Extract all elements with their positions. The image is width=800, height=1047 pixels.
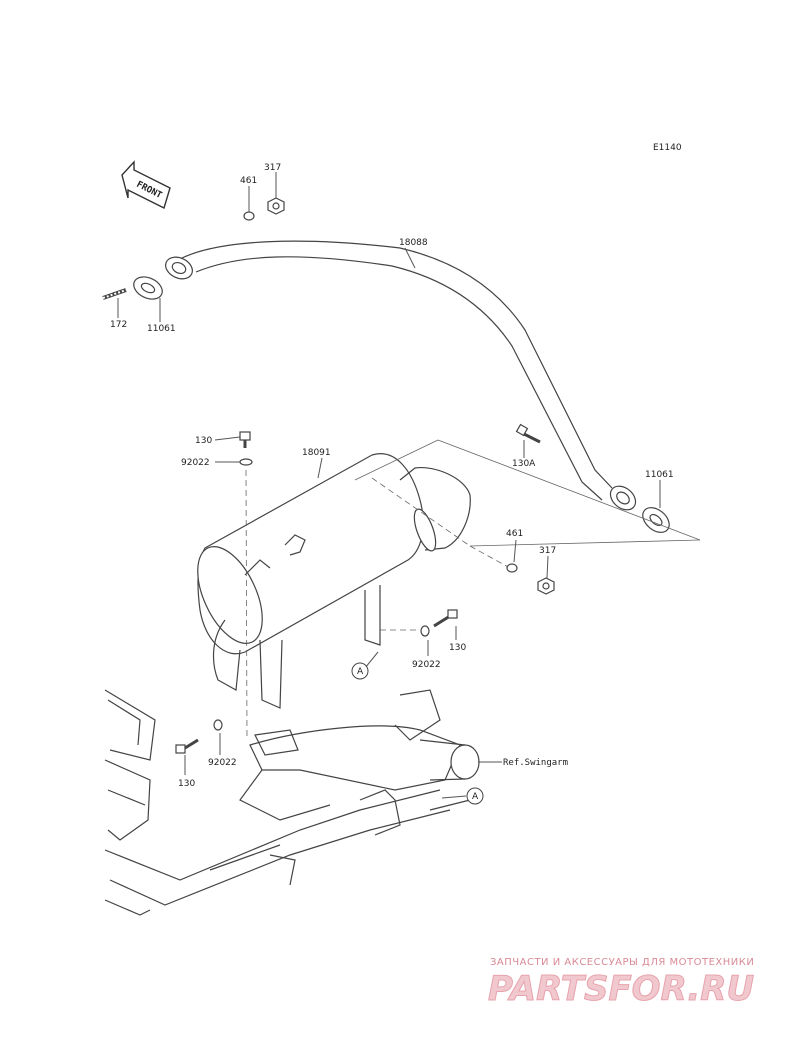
part-label-130-top: 130 [195,436,212,446]
washer-92022-lower [213,719,223,731]
washer-461-right [506,563,518,573]
svg-text:A: A [357,667,364,677]
part-label-11061-rear: 11061 [645,470,674,480]
bolt-130-right [433,609,458,628]
part-label-18088: 18088 [399,238,428,248]
part-label-461-top: 461 [240,176,257,186]
washer-92022-top [239,458,253,466]
part-label-172: 172 [110,320,127,330]
svg-text:A: A [472,792,479,802]
washer-461-top [243,211,255,221]
part-label-317-right: 317 [539,546,556,556]
part-label-317-top: 317 [264,163,281,173]
part-label-461-right: 461 [506,529,523,539]
bolt-130-top [239,431,251,448]
part-label-11061-front: 11061 [147,324,176,334]
part-label-92022-top: 92022 [181,458,210,468]
front-arrow-icon: FRONT [121,160,171,209]
part-label-130A: 130A [512,459,536,469]
stud-172 [102,288,127,300]
part-label-130-right: 130 [449,643,466,653]
reference-swingarm: Ref.Swingarm [503,758,568,768]
washer-92022-right [420,625,430,637]
callout-a-lower: A [466,787,484,805]
gasket-11061-front [133,276,163,300]
bolt-130-lower [175,738,199,754]
nut-317-top [267,197,285,215]
watermark-tagline: ЗАПЧАСТИ И АКСЕССУАРЫ ДЛЯ МОТОТЕХНИКИ [490,957,754,968]
gasket-11061-rear [642,507,670,533]
callout-a-upper: A [351,662,369,680]
part-label-130-lower: 130 [178,779,195,789]
part-label-92022-right: 92022 [412,660,441,670]
exhaust-pipe-18088 [165,240,637,511]
diagram-code: E1140 [653,143,682,153]
frame-swingarm [104,689,480,916]
watermark-logo: PARTSFOR.RU [488,969,754,1009]
part-label-18091: 18091 [302,448,331,458]
bolt-130A [515,423,541,444]
nut-317-right [537,577,555,595]
part-label-92022-lower: 92022 [208,758,237,768]
